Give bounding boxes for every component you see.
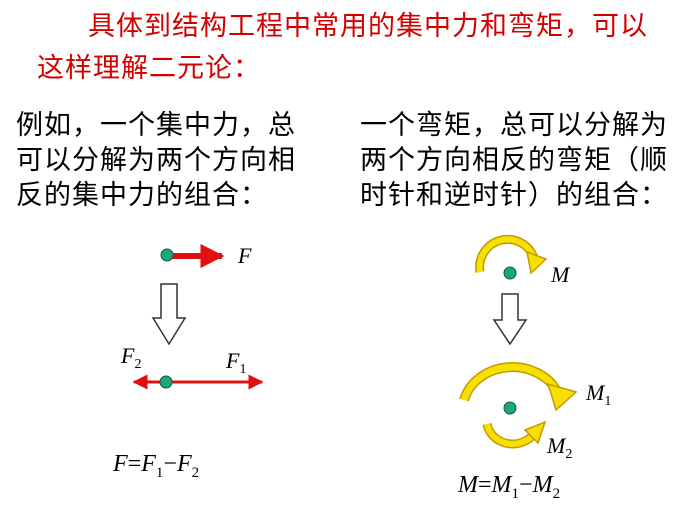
moment-explanation-line-1: 一个弯矩，总可以分解为 (360, 110, 668, 141)
hollow-down-arrow-icon (492, 293, 528, 346)
label-M2: M2 (547, 433, 573, 463)
point-node-icon (503, 401, 517, 415)
moment-M1-curved-arrow-icon (459, 362, 578, 412)
slide-title-line-2: 这样理解二元论： (37, 53, 261, 84)
force-explanation: 例如，一个集中力，总 可以分解为两个方向相 反的集中力的组合： (16, 108, 296, 213)
label-F2: F2 (121, 343, 142, 373)
force-explanation-line-2: 可以分解为两个方向相 (16, 145, 296, 176)
label-F: F (238, 243, 252, 268)
force-explanation-line-1: 例如，一个集中力，总 (16, 110, 296, 141)
force-explanation-line-3: 反的集中力的组合： (16, 180, 268, 211)
moment-M-curved-arrow-icon (475, 234, 548, 275)
slide-title-line-1: 具体到结构工程中常用的集中力和弯矩，可以 (88, 11, 648, 42)
point-node-icon (159, 375, 173, 389)
label-F1: F1 (226, 348, 247, 378)
moment-equation: M=M1−M2 (458, 472, 561, 502)
hollow-down-arrow-icon (151, 283, 187, 346)
point-node-icon (160, 248, 174, 262)
moment-M2-curved-arrow-icon (482, 420, 547, 449)
moment-explanation-line-3: 时针和逆时针）的组合： (360, 180, 668, 211)
moment-explanation: 一个弯矩，总可以分解为 两个方向相反的弯矩（顺 时针和逆时针）的组合： (360, 108, 668, 213)
moment-explanation-line-2: 两个方向相反的弯矩（顺 (360, 145, 668, 176)
point-node-icon (503, 266, 517, 280)
force-equation: F=F1−F2 (113, 451, 200, 481)
label-M: M (551, 262, 570, 287)
label-M1: M1 (586, 380, 612, 410)
